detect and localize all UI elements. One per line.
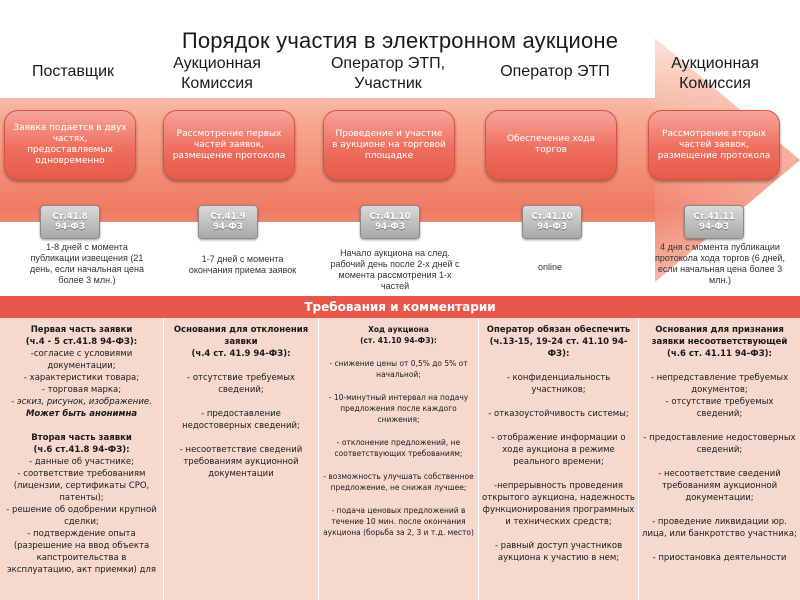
role-etp-operator: Оператор ЭТП (500, 63, 610, 80)
stage-note: 1-7 дней с момента окончания приема заяв… (188, 254, 297, 275)
requirement-item: - отсутствие требуемых сведений; (665, 397, 774, 419)
requirement-item: - непредставление требуемых документов; (650, 373, 789, 395)
stage-auction: Проведение и участие в аукционе на торго… (323, 110, 455, 180)
requirements-column: Ход аукциона (ст. 41.10 94-ФЗ): - снижение… (319, 318, 479, 600)
page-title: Порядок участия в электронном аукционе (181, 28, 619, 53)
spacer (482, 468, 635, 480)
column-title: (ч.4 ст. 41.9 94-ФЗ): (191, 349, 291, 359)
requirement-item: - решение об одобрении крупной сделки; (6, 505, 157, 527)
stage-note: online (537, 262, 563, 272)
role-supplier: Поставщик (31, 63, 115, 80)
spacer (322, 425, 475, 437)
requirement-item: - снижение цены от 0,5% до 5% от начальн… (329, 359, 468, 379)
requirement-item: (ч.6 ст.41.8 94-ФЗ): (33, 445, 130, 455)
requirement-item: - подача ценовых предложений в течение 1… (323, 506, 474, 537)
requirement-item: - характеристики товара; (23, 373, 140, 383)
stage-label: Рассмотрение первых частей заявок, разме… (172, 128, 286, 161)
stage-label: Заявка подается в двух частях, предостав… (13, 123, 127, 166)
spacer (482, 396, 635, 408)
column-title: Первая часть заявки (30, 325, 133, 335)
requirement-item: - возможность улучшать собственное предл… (323, 472, 474, 492)
spacer (482, 360, 635, 372)
column-title: (ч.13-15, 19-24 ст. 41.10 94-ФЗ): (489, 337, 628, 359)
requirement-item: - проведение ликвидации юр. лица, или ба… (642, 517, 797, 539)
role-etp-operator-participant: Оператор ЭТП, Участник (330, 55, 446, 92)
stage-trading-support: Обеспечение хода торгов (485, 110, 617, 180)
column-title: Оператор обязан обеспечить (486, 325, 631, 335)
requirements-header: Требования и комментарии (0, 296, 800, 318)
spacer (322, 346, 475, 358)
stage-first-parts-review: Рассмотрение первых частей заявок, разме… (163, 110, 295, 180)
column-title: (ч.6 ст. 41.11 94-ФЗ): (667, 349, 772, 359)
spacer (322, 380, 475, 392)
stage-label: Рассмотрение вторых частей заявок, разме… (657, 128, 771, 161)
requirement-item: - предоставление недостоверных сведений; (643, 433, 796, 455)
spacer (322, 493, 475, 505)
spacer (642, 456, 797, 468)
spacer (642, 360, 797, 372)
requirements-column: Основания для отклонения заявки (ч.4 ст. … (164, 318, 319, 600)
role-auction-commission-2: Аукционная Комиссия (671, 55, 759, 92)
spacer (642, 504, 797, 516)
requirement-item: - отображение информации о ходе аукциона… (491, 433, 626, 467)
stage-note: 4 дня с момента публикации протокола ход… (655, 242, 785, 285)
spacer (642, 540, 797, 552)
stage-label: Обеспечение хода торгов (506, 134, 596, 155)
requirement-item: - 10-минутный интервал на подачу предлож… (328, 393, 469, 424)
requirement-item: Может быть анонимна (25, 409, 138, 419)
role-auction-commission: Аукционная Комиссия (173, 55, 261, 92)
stage-note: Начало аукциона на след. рабочий день по… (330, 248, 460, 291)
column-title: Основания для признания заявки несоответ… (651, 325, 788, 347)
stage-note: 1-8 дней с момента публикации извещения … (30, 242, 144, 285)
requirement-item: - отсутствие требуемых сведений; (187, 373, 295, 395)
column-title: (ч.4 - 5 ст.41.8 94-ФЗ): (25, 337, 138, 347)
spacer (482, 528, 635, 540)
column-title: (ст. 41.10 94-ФЗ): (360, 336, 437, 345)
requirements-table (0, 318, 800, 600)
requirements-column: Оператор обязан обеспечить (ч.13-15, 19-2… (479, 318, 639, 600)
requirement-item: - конфиденциальность участников; (506, 373, 611, 395)
stage-application: Заявка подается в двух частях, предостав… (4, 110, 136, 180)
requirement-item: - данные об участнике; (29, 457, 134, 467)
requirement-item: - отклонение предложений, не соответству… (334, 438, 463, 458)
spacer (167, 396, 315, 408)
column-title: Ход аукциона (368, 325, 429, 334)
requirement-item: - эскиз, рисунок, изображение. (11, 397, 152, 407)
spacer (482, 420, 635, 432)
stage-second-parts-review: Рассмотрение вторых частей заявок, разме… (648, 110, 780, 180)
spacer (167, 432, 315, 444)
spacer (167, 360, 315, 372)
requirement-item: -непрерывность проведения открытого аукц… (482, 481, 635, 527)
requirement-item: - несоответствие сведений требованиям ау… (179, 445, 303, 479)
requirement-item: - подтверждение опыта (разрешение на вво… (7, 529, 156, 575)
requirement-item: - соответствие требованиям (лицензии, се… (13, 469, 150, 503)
requirements-column: Первая часть заявки (ч.4 - 5 ст.41.8 94-Ф… (0, 318, 164, 600)
requirement-item: - отказоустойчивость системы; (488, 409, 629, 419)
spacer (642, 420, 797, 432)
requirement-item: - предоставление недостоверных сведений; (182, 409, 300, 431)
requirement-item: - приостановка деятельности (652, 553, 787, 563)
requirement-item: - равный доступ участников аукциона к уч… (494, 541, 623, 563)
spacer (322, 459, 475, 471)
requirement-item: - несоответствие сведений требованиям ау… (658, 469, 781, 503)
column-title: Основания для отклонения заявки (173, 325, 309, 347)
spacer (3, 420, 160, 432)
requirement-item: - торговая марка; (41, 385, 122, 395)
requirements-column: Основания для признания заявки несоответ… (639, 318, 800, 600)
stage-label: Проведение и участие в аукционе на торго… (332, 128, 446, 161)
requirement-item: -согласие с условиями документации; (30, 349, 133, 371)
requirement-item: Вторая часть заявки (31, 433, 132, 443)
